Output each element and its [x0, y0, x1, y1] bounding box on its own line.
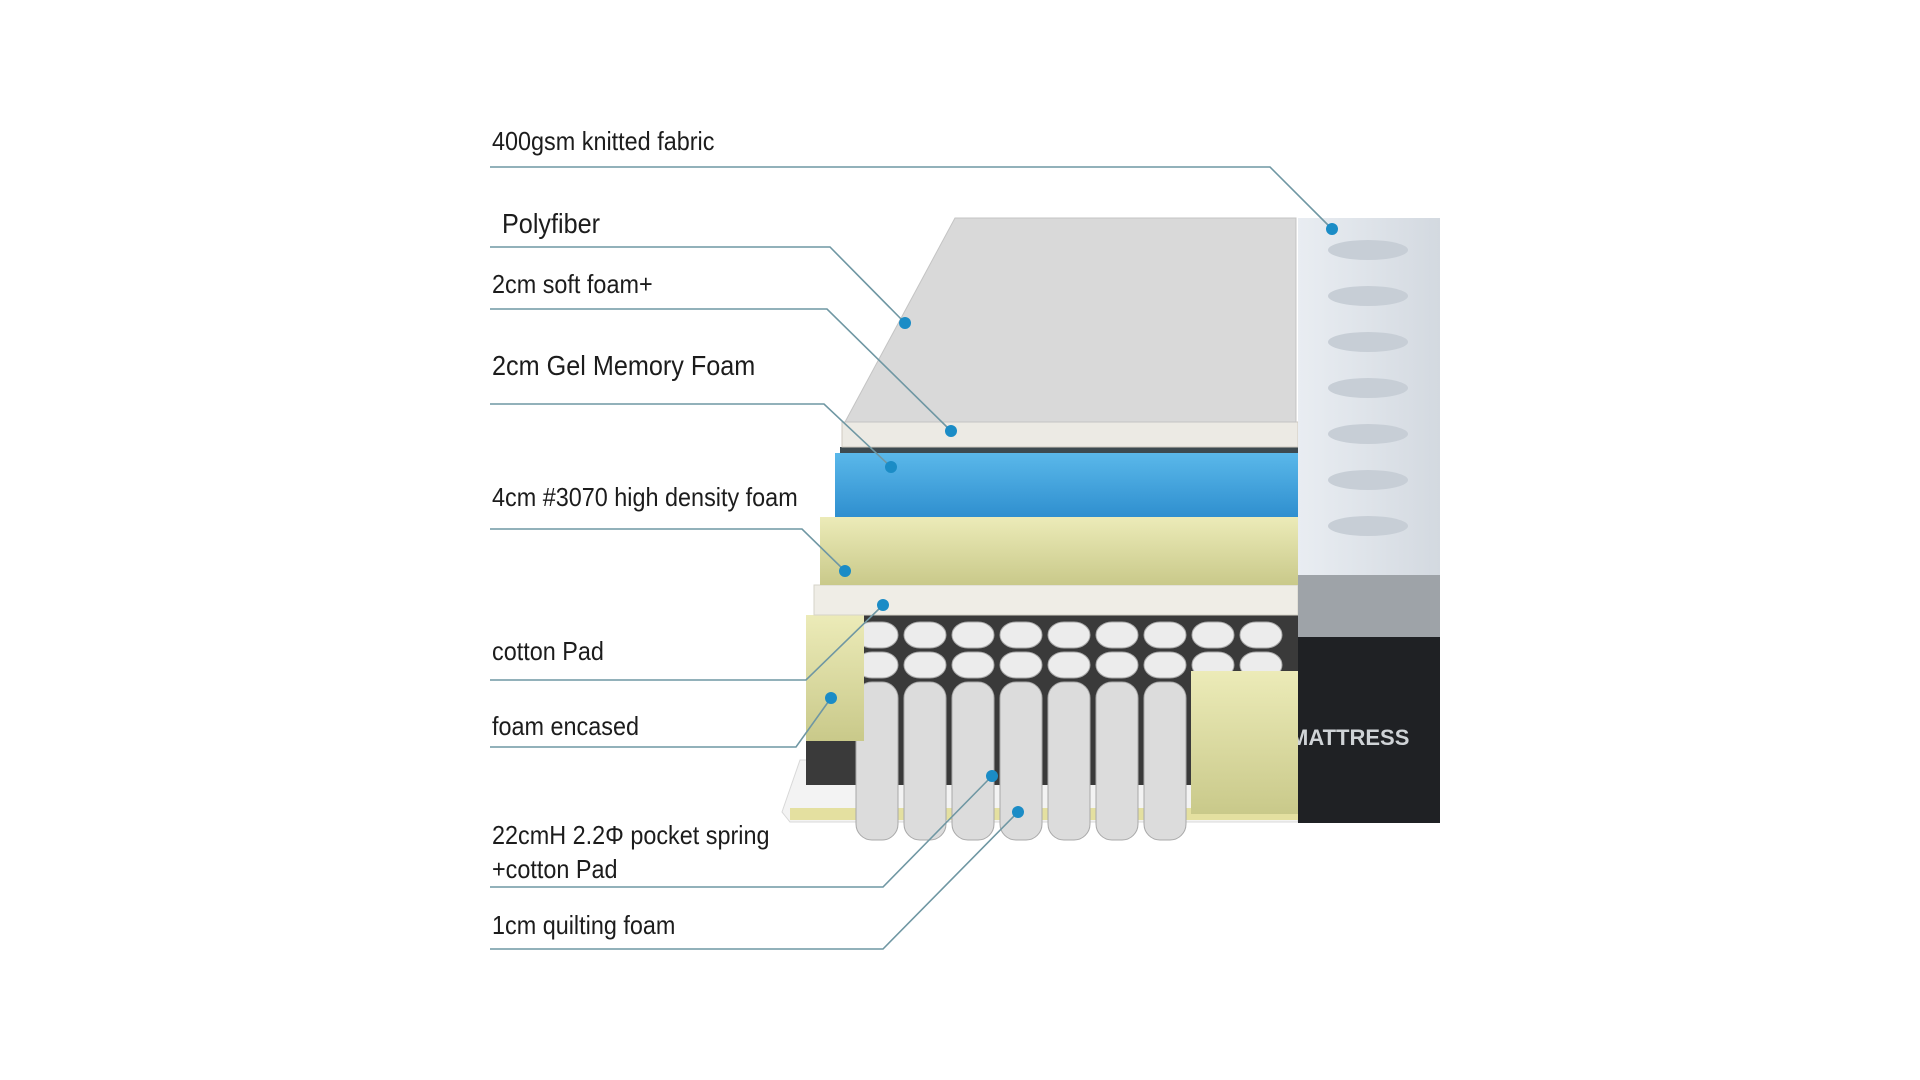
- dot-icon: [877, 599, 889, 611]
- label-pocket-spring: 22cmH 2.2Φ pocket spring: [492, 820, 770, 850]
- label-quilting-foam: 1cm quilting foam: [492, 910, 676, 940]
- pocket-spring: [951, 681, 995, 841]
- pocket-spring: [1191, 621, 1235, 649]
- high-density-foam-layer: [820, 517, 1298, 585]
- leader-line-soft-foam: [490, 308, 952, 432]
- pocket-spring: [1239, 621, 1283, 649]
- quilt-pattern: [1328, 516, 1408, 536]
- quilt-pattern: [1328, 332, 1408, 352]
- quilt-pattern: [1328, 378, 1408, 398]
- dot-icon: [1326, 223, 1338, 235]
- pocket-spring: [903, 681, 947, 841]
- leader-line-gel: [490, 403, 892, 468]
- dot-icon: [885, 461, 897, 473]
- foam-encased-right: [1191, 671, 1298, 814]
- leader-line-foam-encased: [490, 697, 832, 748]
- dot-icon: [899, 317, 911, 329]
- leader-line-fabric: [490, 166, 1333, 230]
- pocket-spring: [999, 651, 1043, 679]
- dot-icon: [1012, 806, 1024, 818]
- leader-line-pocket-spring: [490, 775, 993, 888]
- label-knitted-fabric: 400gsm knitted fabric: [492, 126, 715, 156]
- leader-line-polyfiber: [490, 246, 906, 324]
- mattress-logo: MATTRESS: [1290, 725, 1409, 750]
- pocket-spring: [1143, 681, 1187, 841]
- pocket-spring: [1047, 651, 1091, 679]
- quilt-pattern: [1328, 240, 1408, 260]
- label-high-density-foam: 4cm #3070 high density foam: [492, 482, 798, 512]
- leader-line-high-density: [490, 528, 846, 572]
- quilt-pattern: [1328, 470, 1408, 490]
- leader-dots: [825, 223, 1338, 818]
- pocket-spring: [1143, 651, 1187, 679]
- pocket-spring: [1047, 681, 1091, 841]
- dot-icon: [825, 692, 837, 704]
- layer-divider: [840, 447, 1298, 453]
- quilt-pattern: [1328, 286, 1408, 306]
- pocket-spring: [999, 681, 1043, 841]
- dot-icon: [945, 425, 957, 437]
- pocket-spring: [1143, 621, 1187, 649]
- leader-line-cotton-pad: [490, 604, 884, 681]
- polyfiber-layer: [844, 217, 1297, 423]
- label-gel-memory-foam: 2cm Gel Memory Foam: [492, 350, 756, 381]
- label-cotton-pad: cotton Pad: [492, 636, 604, 666]
- cotton-pad-layer: [813, 584, 1299, 616]
- leader-line-quilting: [490, 811, 1019, 950]
- pocket-spring: [1095, 681, 1139, 841]
- pocket-spring: [1095, 651, 1139, 679]
- leader-lines: [490, 166, 1333, 950]
- pocket-spring: [903, 621, 947, 649]
- quilt-pattern: [1328, 424, 1408, 444]
- label-polyfiber: Polyfiber: [502, 208, 601, 239]
- pocket-spring: [951, 621, 995, 649]
- label-foam-encased: foam encased: [492, 711, 639, 741]
- label-pocket-spring-cotton: +cotton Pad: [492, 854, 618, 884]
- pocket-spring: [1047, 621, 1091, 649]
- pocket-spring: [1095, 621, 1139, 649]
- soft-foam-layer: [841, 421, 1299, 448]
- pocket-spring: [903, 651, 947, 679]
- dot-icon: [839, 565, 851, 577]
- pocket-spring: [999, 621, 1043, 649]
- mattress-side: MATTRESS: [1290, 218, 1440, 823]
- pocket-spring: [951, 651, 995, 679]
- pocket-spring: [855, 681, 899, 841]
- label-soft-foam: 2cm soft foam+: [492, 269, 653, 299]
- gel-memory-foam-layer: [835, 453, 1298, 517]
- dot-icon: [986, 770, 998, 782]
